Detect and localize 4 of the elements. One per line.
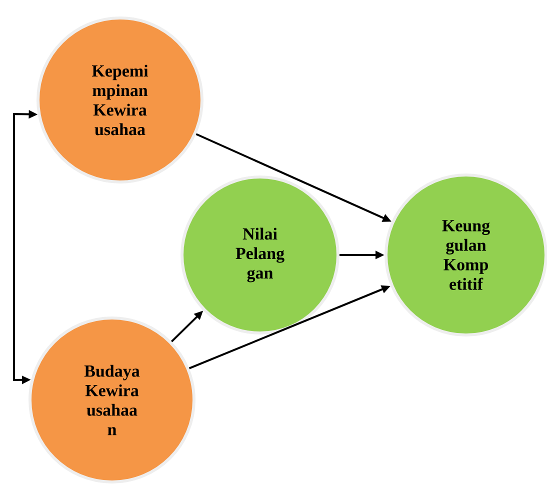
circle-node: Keung gulan Komp etitif bbox=[384, 174, 547, 336]
circle-node: Nilai Pelang gan bbox=[180, 176, 340, 334]
circle-node: Kepemi mpinan Kewira usahaa bbox=[36, 16, 204, 184]
circle-node: Budaya Kewira usahaa n bbox=[28, 316, 196, 484]
